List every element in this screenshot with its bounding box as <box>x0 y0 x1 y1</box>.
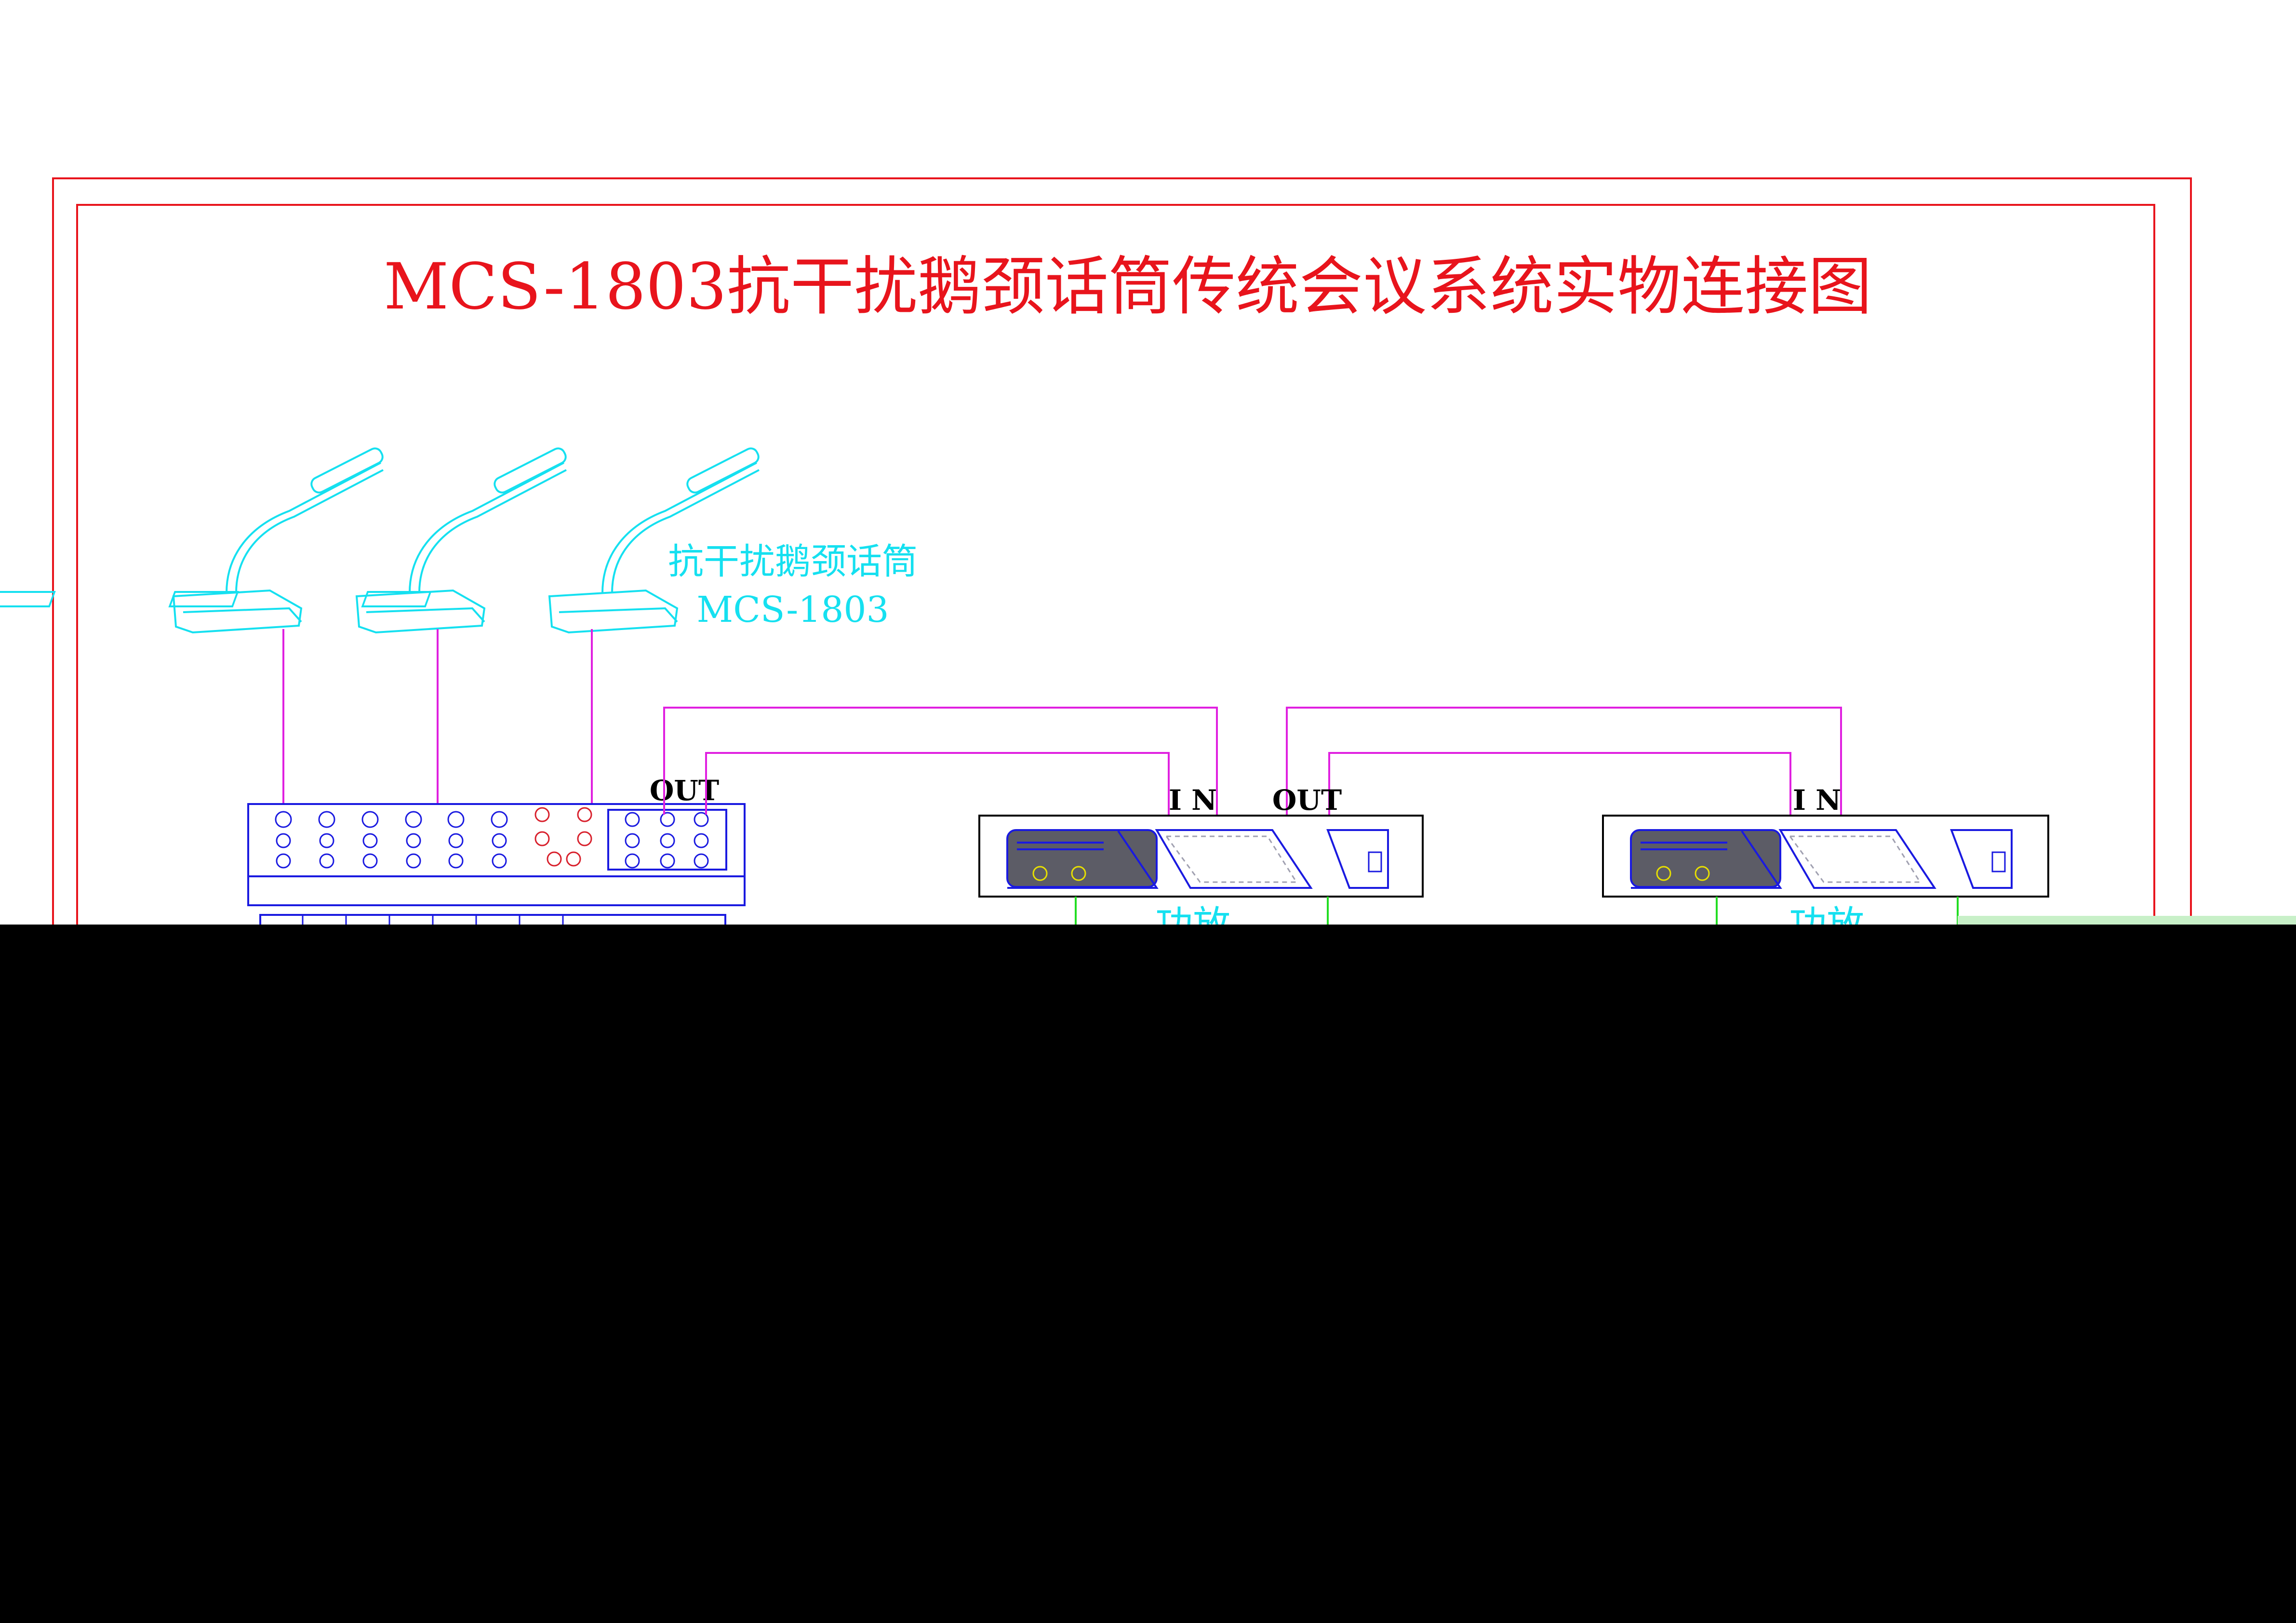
occluded-region <box>0 925 2296 1623</box>
amplifier-1-in-label: I N <box>1169 784 1217 817</box>
microphone-model-label: MCS-1803 <box>696 589 889 630</box>
gooseneck-microphone-1 <box>0 447 384 634</box>
mixer-rca-connectors <box>534 807 592 867</box>
gooseneck-microphone-3 <box>361 447 760 634</box>
gooseneck-microphone-2 <box>168 447 567 634</box>
amplifier-2 <box>1602 815 2049 898</box>
amplifier-2-in-label: I N <box>1793 784 1841 817</box>
amplifier-1-out-label: OUT <box>1272 784 1342 817</box>
amplifier-1 <box>978 815 1424 898</box>
right-edge-strip <box>1958 916 2296 925</box>
microphone-cables <box>282 629 593 804</box>
signal-cables <box>663 707 1842 815</box>
diagram-title: MCS-1803抗干扰鹅颈话筒传统会议系统实物连接图 <box>384 250 1872 324</box>
mixer-input-connectors <box>275 811 709 869</box>
mixer-out-label: OUT <box>650 774 719 807</box>
microphone-name-label: 抗干扰鹅颈话筒 <box>668 541 918 582</box>
mixer <box>247 803 746 954</box>
microphone-group <box>0 447 760 634</box>
